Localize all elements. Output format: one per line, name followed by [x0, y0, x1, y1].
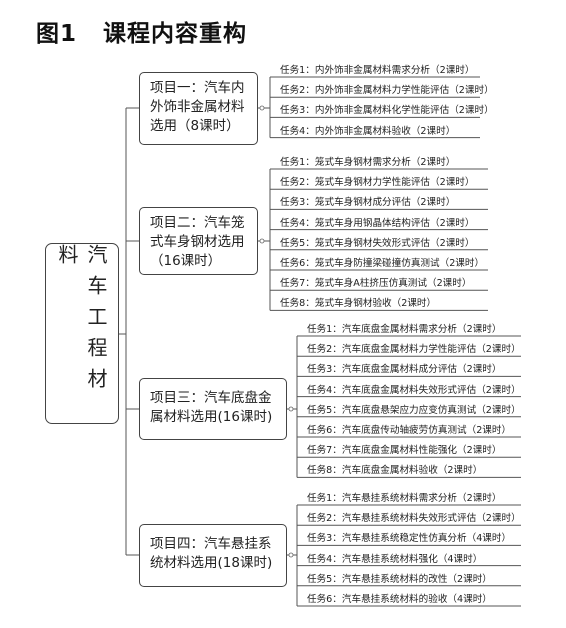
- task-item: 任务7：笼式车身A柱挤压仿真测试（2课时）: [280, 278, 472, 290]
- project-label: 项目四：汽车悬挂系统材料选用(18课时): [150, 536, 273, 571]
- task-item: 任务5：笼式车身钢材失效形式评估（2课时）: [280, 237, 475, 249]
- task-item: 任务2：汽车悬挂系统材料失效形式评估（2课时）: [307, 513, 521, 525]
- task-item: 任务8：笼式车身钢材验收（2课时）: [280, 298, 437, 310]
- task-item: 任务1：内外饰非金属材料需求分析（2课时）: [280, 65, 475, 76]
- task-item: 任务3：汽车悬挂系统稳定性仿真分析（4课时）: [307, 533, 512, 545]
- root-node: 汽车工程材料: [45, 243, 119, 424]
- root-label: 汽车工程材料: [55, 244, 108, 399]
- task-item: 任务1：笼式车身钢材需求分析（2课时）: [280, 157, 456, 168]
- project-node-4: 项目四：汽车悬挂系统材料选用(18课时): [139, 524, 287, 587]
- task-item: 任务3：内外饰非金属材料化学性能评估（2课时）: [280, 105, 494, 117]
- task-item: 任务2：内外饰非金属材料力学性能评估（2课时）: [280, 85, 494, 97]
- task-item: 任务4：内外饰非金属材料验收（2课时）: [280, 125, 456, 137]
- project-label: 项目二：汽车笼式车身钢材选用（16课时）: [150, 215, 245, 269]
- task-item: 任务1：汽车底盘金属材料需求分析（2课时）: [307, 324, 502, 335]
- project-node-3: 项目三：汽车底盘金属材料选用(16课时): [139, 378, 287, 440]
- project-label: 项目三：汽车底盘金属材料选用(16课时): [150, 390, 273, 425]
- task-item: 任务6：汽车悬挂系统材料的验收（4课时）: [307, 594, 492, 605]
- project-node-2: 项目二：汽车笼式车身钢材选用（16课时）: [139, 207, 258, 275]
- junction-dot: [259, 105, 265, 111]
- junction-dot: [259, 238, 265, 244]
- task-item: 任务4：汽车底盘金属材料失效形式评估（2课时）: [307, 384, 521, 396]
- task-item: 任务8：汽车底盘金属材料验收（2课时）: [307, 465, 483, 477]
- task-item: 任务6：笼式车身防撞梁碰撞仿真测试（2课时）: [280, 258, 485, 269]
- task-item: 任务1：汽车悬挂系统材料需求分析（2课时）: [307, 493, 502, 504]
- project-label: 项目一：汽车内外饰非金属材料选用（8课时）: [150, 80, 245, 134]
- task-item: 任务3：汽车底盘金属材料成分评估（2课时）: [307, 364, 502, 376]
- junction-dot: [288, 406, 294, 412]
- figure-caption: 课程内容重构: [103, 21, 248, 47]
- project-node-1: 项目一：汽车内外饰非金属材料选用（8课时）: [139, 72, 258, 145]
- figure-number: 图1: [36, 21, 78, 47]
- task-item: 任务6：汽车底盘传动轴疲劳仿真测试（2课时）: [307, 425, 512, 436]
- task-item: 任务4：笼式车身用钢晶体结构评估（2课时）: [280, 217, 475, 229]
- junction-dot: [288, 552, 294, 558]
- task-item: 任务2：笼式车身钢材力学性能评估（2课时）: [280, 177, 475, 189]
- task-item: 任务4：汽车悬挂系统材料强化（4课时）: [307, 553, 483, 565]
- figure-title: 图1 课程内容重构: [36, 14, 247, 48]
- task-item: 任务2：汽车底盘金属材料力学性能评估（2课时）: [307, 344, 521, 356]
- task-item: 任务5：汽车悬挂系统材料的改性（2课时）: [307, 573, 492, 585]
- task-item: 任务7：汽车底盘金属材料性能强化（2课时）: [307, 445, 502, 457]
- task-item: 任务3：笼式车身钢材成分评估（2课时）: [280, 197, 456, 209]
- task-item: 任务5：汽车底盘悬架应力应变仿真测试（2课时）: [307, 404, 521, 416]
